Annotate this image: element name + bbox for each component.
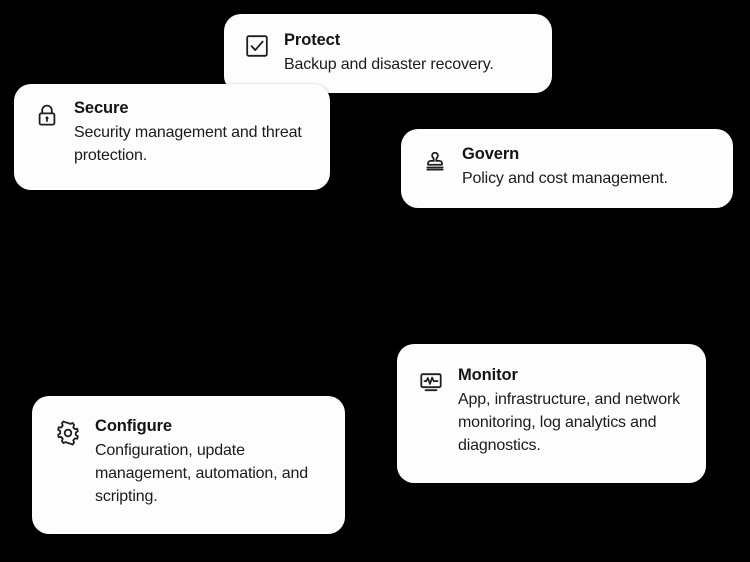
card-govern-description: Policy and cost management. [462,169,668,187]
card-monitor-text: Monitor App, infrastructure, and network… [458,365,692,458]
stamp-icon [420,146,450,176]
monitor-pulse-icon [416,367,446,397]
card-configure-inner: Configure Configuration, update manageme… [32,396,345,523]
card-protect-description: Backup and disaster recovery. [284,55,494,73]
card-configure-title: Configure [95,417,173,435]
card-secure-description: Security management and threat protectio… [74,123,302,165]
card-protect[interactable]: Protect Backup and disaster recovery. [224,14,552,93]
lock-icon [32,100,62,130]
card-configure[interactable]: Configure Configuration, update manageme… [32,396,345,534]
gear-icon [53,418,83,448]
card-protect-inner: Protect Backup and disaster recovery. [224,14,552,90]
card-monitor-description: App, infrastructure, and network monitor… [458,390,680,455]
card-secure-inner: Secure Security management and threat pr… [14,84,330,181]
card-configure-text: Configure Configuration, update manageme… [95,416,331,509]
card-govern-inner: Govern Policy and cost management. [401,129,733,204]
card-monitor[interactable]: Monitor App, infrastructure, and network… [397,344,706,483]
card-protect-title: Protect [284,31,341,49]
card-secure[interactable]: Secure Security management and threat pr… [14,84,330,190]
card-monitor-title: Monitor [458,366,518,384]
card-configure-description: Configuration, update management, automa… [95,441,308,506]
card-govern-title: Govern [462,145,520,163]
checkbox-checked-icon [242,31,272,61]
card-secure-text: Secure Security management and threat pr… [74,98,316,167]
card-secure-title: Secure [74,99,129,117]
card-govern[interactable]: Govern Policy and cost management. [401,129,733,208]
card-monitor-inner: Monitor App, infrastructure, and network… [397,344,706,472]
card-govern-text: Govern Policy and cost management. [462,144,719,190]
card-protect-text: Protect Backup and disaster recovery. [284,30,538,76]
